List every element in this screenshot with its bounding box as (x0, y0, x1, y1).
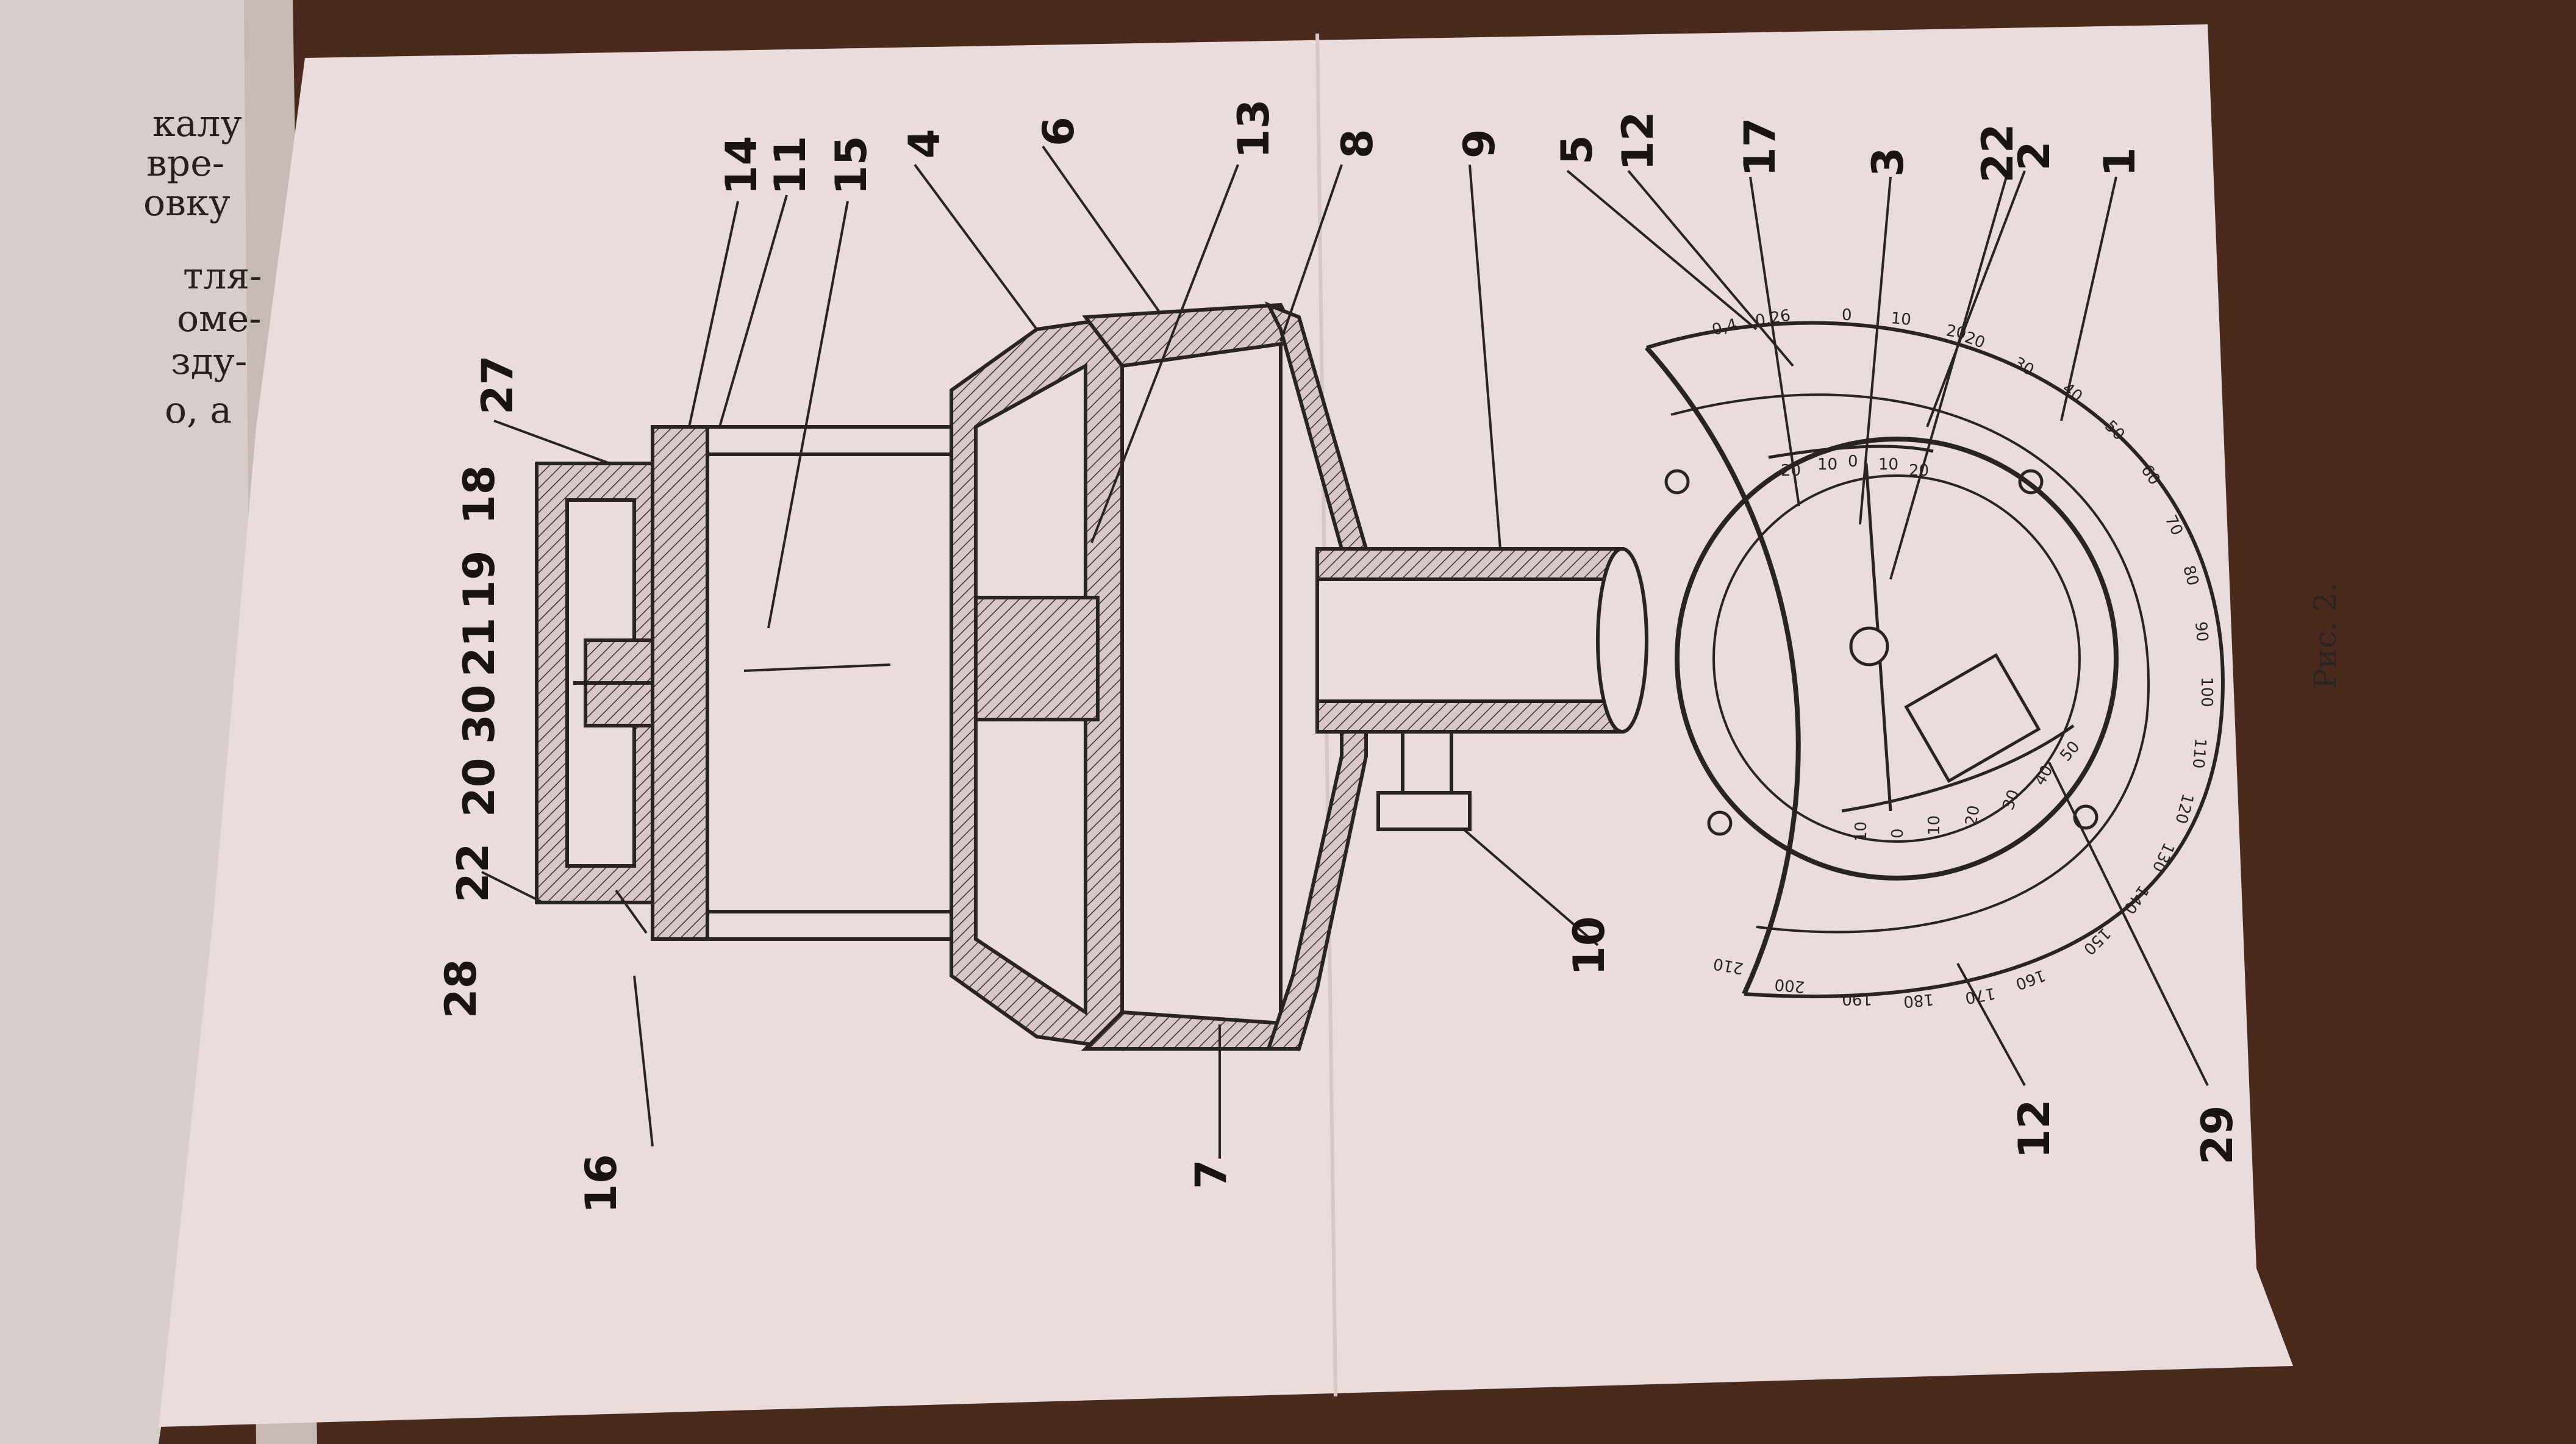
lower-vernier (1841, 724, 2075, 813)
scale-label: 190 (1842, 990, 1872, 1008)
left-page-text-7: о, а (165, 389, 232, 432)
left-page-text-5: оме- (177, 298, 262, 340)
callout-21: 21 (454, 618, 504, 677)
scale-label: 0 (1848, 452, 1858, 471)
callout-11: 11 (765, 136, 815, 195)
inner-scale-arc (1670, 393, 2150, 934)
inner-dial-ring (1712, 474, 2081, 843)
scale-label: 20 (1945, 321, 1968, 343)
flange (651, 425, 709, 941)
callout-19: 19 (454, 551, 504, 610)
callout-labels: 14 11 15 4 6 13 8 9 5 12 17 3 22 2 1 27 … (436, 99, 2242, 1213)
callout-15: 15 (826, 136, 876, 195)
main-dial-ring (1675, 437, 2119, 881)
scale-label: 10 (1852, 821, 1870, 842)
left-page-text-2: вре- (146, 142, 224, 185)
callout-7: 7 (1186, 1159, 1236, 1189)
eyepiece-end (1596, 547, 1648, 734)
scale-label: 200 (1774, 975, 1806, 996)
callout-22-top: 22 (1973, 124, 2023, 183)
callout-22-left: 22 (448, 843, 498, 902)
callout-12-top: 12 (1613, 112, 1663, 171)
screw-1 (1664, 469, 1690, 495)
callout-6: 6 (1034, 116, 1084, 146)
inner-top-scale-labels: 20 10 0 10 20 (1781, 452, 1929, 480)
drum (1120, 315, 1283, 1045)
callout-18: 18 (454, 465, 504, 524)
callout-10: 10 (1564, 917, 1614, 976)
callout-12-bottom: 12 (2009, 1099, 2059, 1159)
knob-stem (1401, 730, 1453, 801)
left-page-text-3: овку (143, 182, 231, 224)
callout-4: 4 (900, 129, 950, 159)
callout-8: 8 (1333, 129, 1383, 159)
callout-5: 5 (1552, 135, 1602, 165)
cylinder-body (706, 425, 953, 941)
knob (1376, 791, 1472, 831)
callout-28: 28 (436, 959, 486, 1018)
cross-section-drawing (535, 301, 1648, 1051)
callout-17: 17 (1735, 118, 1785, 177)
screw-3 (1707, 810, 1733, 836)
outer-scale-arc (1646, 321, 2225, 998)
callout-13: 13 (1229, 99, 1279, 159)
callout-27: 27 (473, 356, 523, 415)
callout-20: 20 (454, 758, 504, 817)
callout-30: 30 (454, 685, 504, 744)
scale-label: 180 (1903, 990, 1934, 1010)
callout-16: 16 (576, 1154, 626, 1213)
upper-vernier (1768, 445, 1934, 459)
screw-2 (2018, 469, 2044, 495)
leader-lines (481, 145, 2209, 1159)
eyepiece-tube-upper-wall (1315, 547, 1624, 581)
callout-29: 29 (2192, 1106, 2242, 1165)
inner-bearing (974, 596, 1100, 721)
left-page-text-1: калу (152, 102, 242, 145)
scale-label: 10 (1890, 309, 1912, 329)
scale-label: 90 (2191, 621, 2211, 643)
scale-label: 10 (1878, 456, 1898, 474)
left-page-text-4: тля- (183, 255, 262, 298)
screw-plate (1904, 652, 2041, 784)
left-page (0, 0, 293, 1444)
pivot (1849, 626, 1889, 667)
left-page-text-6: зду- (171, 340, 248, 383)
callout-2: 2 (2009, 141, 2059, 171)
outer-bezel-left (1645, 346, 1801, 995)
needle (743, 663, 891, 672)
scale-label: 100 (2197, 677, 2216, 707)
scale-label: 20 (1962, 804, 1983, 827)
scale-label: 0 (1842, 306, 1852, 324)
eyepiece-tube-lower-wall (1315, 699, 1624, 734)
callout-9: 9 (1454, 129, 1504, 159)
scale-label: 20 (1909, 462, 1929, 480)
scale-label: 10 (1817, 456, 1837, 474)
scale-label: 110 (2189, 737, 2209, 769)
callout-14: 14 (717, 136, 767, 195)
scale-label: 0 (1889, 828, 1907, 838)
outer-shell (1264, 301, 1368, 1051)
figure-caption: Рис. 2. (2308, 583, 2343, 689)
dial-drawing (1645, 321, 2225, 998)
callout-3: 3 (1863, 147, 1913, 177)
callout-1: 1 (2095, 147, 2145, 177)
scale-label: 10 (1925, 815, 1944, 835)
scale-label: 20 (1781, 462, 1801, 480)
